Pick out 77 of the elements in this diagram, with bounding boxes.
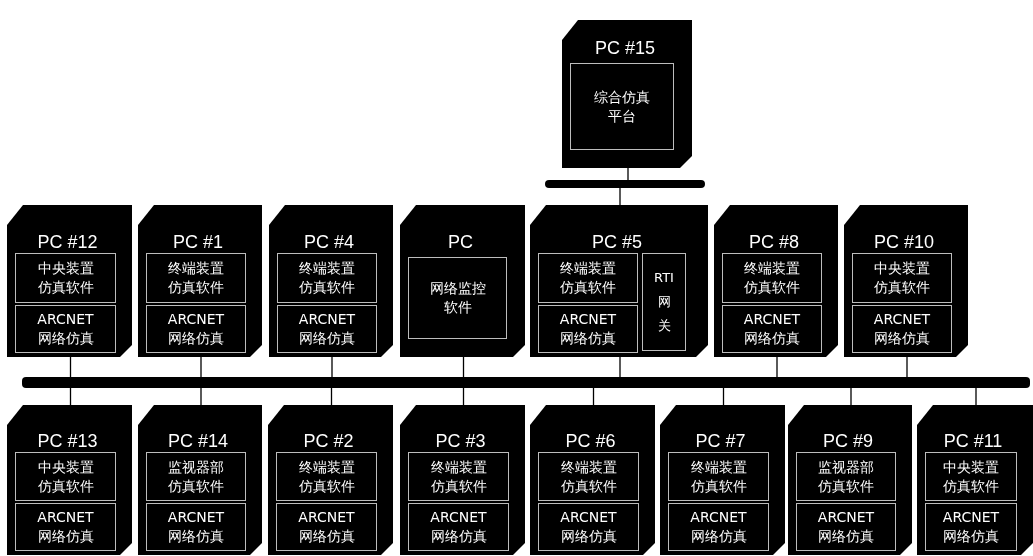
software-box: 终端装置仿真软件 [538, 452, 639, 501]
software-box: ARCNET 网络仿真 [722, 305, 822, 353]
software-box: ARCNET 网络仿真 [925, 503, 1017, 551]
computer-box [788, 405, 912, 555]
computer-box [917, 405, 1033, 555]
computer-label: PC #14 [166, 431, 229, 451]
computer-box [530, 405, 655, 555]
software-box: ARCNET 网络仿真 [852, 305, 952, 353]
computer-label: PC #5 [591, 232, 643, 252]
software-box: 终端装置仿真软件 [408, 452, 509, 501]
software-box: ARCNET 网络仿真 [276, 503, 377, 551]
software-box: 终端装置仿真软件 [538, 253, 638, 303]
computer-label: PC #9 [822, 431, 874, 451]
computer-label: PC #1 [172, 232, 224, 252]
connector-line [331, 356, 333, 378]
computer-label: PC [447, 232, 474, 252]
connector-line [776, 356, 778, 378]
software-box: ARCNET 网络仿真 [15, 503, 116, 551]
computer-label: PC #3 [434, 431, 487, 451]
computer-box [7, 405, 132, 555]
computer-label: PC #13 [36, 431, 99, 451]
connector-line [619, 356, 621, 378]
software-box: 监视器部仿真软件 [796, 452, 896, 501]
connector-line [69, 356, 72, 378]
computer-box [714, 205, 838, 357]
computer-box [400, 205, 525, 357]
software-box: 终端装置仿真软件 [277, 253, 377, 303]
connector-line [975, 387, 977, 406]
connector-line [627, 167, 629, 181]
software-box: ARCNET 网络仿真 [538, 503, 639, 551]
computer-box [138, 205, 262, 357]
software-box: 中央装置仿真软件 [15, 452, 116, 501]
software-box: 终端装置仿真软件 [276, 452, 377, 501]
connector-line [906, 356, 908, 378]
software-box: ARCNET 网络仿真 [146, 503, 246, 551]
computer-label: PC #7 [694, 431, 747, 451]
bus-bar [22, 377, 1030, 388]
bus-bar [545, 180, 705, 188]
software-box: 综合仿真平台 [570, 63, 674, 150]
connector-line [200, 387, 202, 406]
computer-box [562, 20, 692, 168]
software-box: ARCNET 网络仿真 [408, 503, 509, 551]
software-box: RTI 网关 [642, 253, 686, 351]
connector-line [850, 387, 852, 406]
computer-box [400, 405, 525, 555]
computer-box [269, 205, 393, 357]
software-box: ARCNET 网络仿真 [796, 503, 896, 551]
computer-label: PC #10 [872, 232, 935, 252]
computer-label: PC #8 [748, 232, 800, 252]
software-box: ARCNET 网络仿真 [15, 305, 116, 353]
computer-box [530, 205, 708, 357]
computer-label: PC #2 [302, 431, 355, 451]
computer-box [268, 405, 393, 555]
computer-label: PC #12 [36, 232, 99, 252]
software-box: 终端装置仿真软件 [668, 452, 769, 501]
computer-label: PC #11 [942, 431, 1004, 451]
software-box: 终端装置仿真软件 [722, 253, 822, 303]
computer-box [7, 205, 132, 357]
computer-box [138, 405, 262, 555]
software-box: ARCNET 网络仿真 [277, 305, 377, 353]
computer-label: PC #6 [564, 431, 617, 451]
software-box: 终端装置仿真软件 [146, 253, 246, 303]
software-box: 监视器部仿真软件 [146, 452, 246, 501]
connector-line [619, 187, 621, 206]
software-box: ARCNET 网络仿真 [146, 305, 246, 353]
computer-box [660, 405, 785, 555]
software-box: ARCNET 网络仿真 [668, 503, 769, 551]
software-box: 网络监控软件 [408, 257, 507, 339]
software-box: 中央装置仿真软件 [925, 452, 1017, 501]
software-box: 中央装置仿真软件 [15, 253, 116, 303]
connector-line [462, 356, 465, 378]
computer-box [844, 205, 968, 357]
computer-label: PC #15 [593, 38, 656, 58]
connector-line [200, 356, 202, 378]
software-box: 中央装置仿真软件 [852, 253, 952, 303]
computer-label: PC #4 [303, 232, 355, 252]
software-box: ARCNET 网络仿真 [538, 305, 638, 353]
